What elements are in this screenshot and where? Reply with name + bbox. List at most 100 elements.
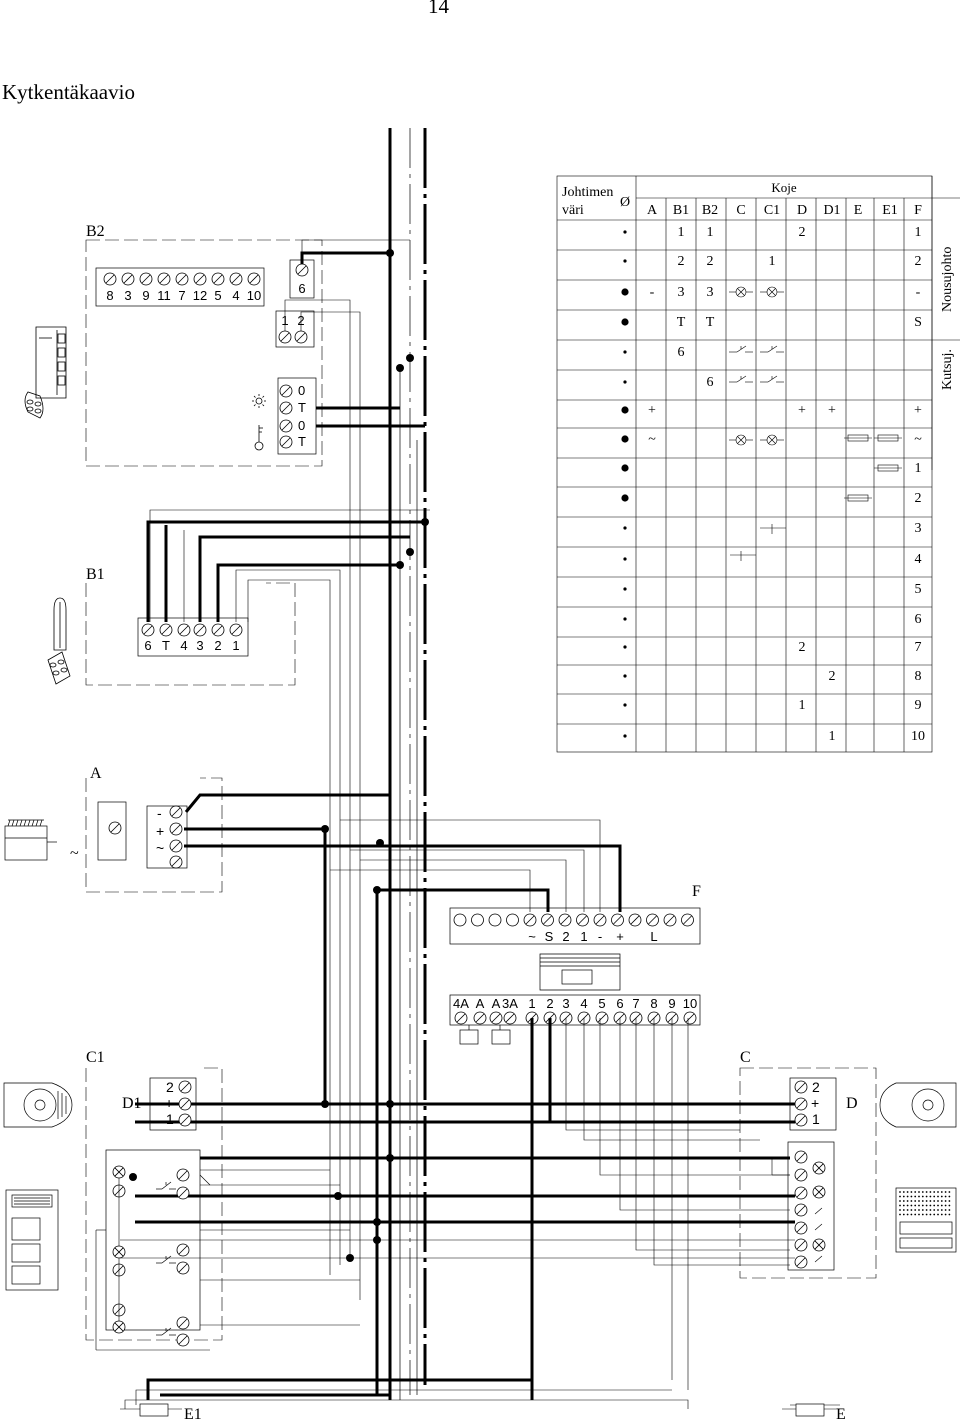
unit-c-label: C xyxy=(740,1049,751,1066)
unit-b1-label: B1 xyxy=(86,566,105,583)
f-lower-terminal xyxy=(595,1011,609,1025)
grille-dot xyxy=(921,1204,924,1207)
grille-dot xyxy=(918,1213,920,1216)
b2-term-0a: 0 xyxy=(298,383,305,398)
grille-dot xyxy=(948,1200,951,1202)
table-cell: ~ xyxy=(648,432,656,447)
wire-size-dot xyxy=(621,406,629,414)
f-lower-label: 9 xyxy=(668,996,675,1011)
mid-fine-wires xyxy=(330,819,601,912)
table-column-header: E1 xyxy=(882,203,898,218)
lower-fine-wires xyxy=(120,1018,795,1390)
table-column-header: A xyxy=(647,203,658,218)
grille-dot xyxy=(929,1200,932,1202)
table-header-wire: Johtimen xyxy=(562,185,613,200)
f-lower-label: 2 xyxy=(546,996,553,1011)
wire-size-dot xyxy=(623,587,627,591)
f-upper-label: S xyxy=(545,929,554,944)
wire-size-dot xyxy=(621,288,629,296)
unit-b2-label: B2 xyxy=(86,223,105,240)
table-cell: 6 xyxy=(915,612,922,627)
wire-size-dot xyxy=(623,617,627,621)
grille-dot xyxy=(902,1209,905,1211)
table-frame xyxy=(556,175,933,753)
f-upper-label: 2 xyxy=(562,929,569,944)
f-upper-terminal xyxy=(628,913,642,927)
b1-terminal-label: 2 xyxy=(214,638,221,653)
table-cell: T xyxy=(706,315,715,330)
table-cell: + xyxy=(914,403,922,418)
grille-dot xyxy=(948,1191,951,1193)
unit-a-plus: + xyxy=(156,823,164,839)
grille-dot xyxy=(902,1213,905,1216)
wire-size-dot xyxy=(623,645,627,649)
table-cell: S xyxy=(914,315,922,330)
table-column-header: C1 xyxy=(764,203,780,218)
page-number: 14 xyxy=(428,0,449,18)
table-cell: 2 xyxy=(707,254,714,269)
f-upper-label: + xyxy=(616,929,624,944)
unit-a: A ~ - + ~ xyxy=(4,765,188,869)
table-cell: 10 xyxy=(911,729,925,744)
b2-handset-device xyxy=(24,326,67,419)
grille-dot xyxy=(910,1204,913,1207)
f-lower-terminal xyxy=(473,1011,487,1025)
b2-term-ta: T xyxy=(298,400,306,415)
f-upper-label: 1 xyxy=(580,929,587,944)
grille-dot xyxy=(921,1209,924,1211)
grille-dot xyxy=(940,1204,943,1207)
f-upper-terminal xyxy=(523,913,537,927)
grille-dot xyxy=(929,1191,932,1193)
grille-dot xyxy=(899,1200,901,1202)
table-column-header: F xyxy=(914,203,922,218)
f-lower-label: A xyxy=(476,996,485,1011)
grille-dot xyxy=(925,1200,928,1202)
unit-e: E xyxy=(795,1403,846,1419)
b1-terminal-label: 4 xyxy=(180,638,187,653)
b1-fine-wires xyxy=(149,509,430,1275)
c-intercom-device xyxy=(879,1082,957,1128)
page-title: Kytkentäkaavio xyxy=(2,80,135,104)
f-lower-label: 8 xyxy=(650,996,657,1011)
b2-terminal-label: 4 xyxy=(232,288,239,303)
c1-term-2: 2 xyxy=(166,1079,174,1095)
b2-terminal-label: 3 xyxy=(124,288,131,303)
grille-dot xyxy=(929,1204,932,1207)
unit-d1-label: D1 xyxy=(122,1095,142,1112)
c1-term-plus: + xyxy=(165,1095,173,1111)
wire-size-dot xyxy=(621,494,629,502)
b2-terminal-label: 11 xyxy=(157,288,171,303)
side-label-riser: Nousujohto xyxy=(940,247,955,312)
grille-dot xyxy=(921,1191,924,1193)
table-column-header: E xyxy=(854,203,863,218)
f-upper-label: - xyxy=(598,929,602,944)
b2-heavy-wires xyxy=(300,251,390,264)
grille-dot xyxy=(937,1204,939,1207)
grille-dot xyxy=(933,1213,936,1216)
f-lower-terminal xyxy=(454,1011,468,1025)
key-icon xyxy=(254,425,264,451)
grille-dot xyxy=(940,1200,943,1202)
b1-terminal xyxy=(177,623,191,637)
b2-terminal-label: 8 xyxy=(106,288,113,303)
unit-outlines xyxy=(85,239,877,1341)
unit-e1-label: E1 xyxy=(184,1406,202,1419)
grille-dot xyxy=(925,1209,928,1211)
unit-e-label: E xyxy=(836,1406,846,1419)
table-cell: 8 xyxy=(915,669,922,684)
grille-dot xyxy=(921,1200,924,1202)
table-cell: ~ xyxy=(914,432,922,447)
grille-dot xyxy=(899,1213,901,1216)
b1-terminal-label: 6 xyxy=(144,638,151,653)
f-lower-label: 1 xyxy=(528,996,535,1011)
b1-terminal-label: 1 xyxy=(232,638,239,653)
grille-dot xyxy=(937,1209,939,1211)
grille-dot xyxy=(899,1191,901,1193)
grille-dot xyxy=(918,1195,920,1198)
table-cell: 1 xyxy=(829,729,836,744)
wire-size-dot xyxy=(621,464,629,472)
grille-dot xyxy=(899,1204,901,1207)
grille-dot xyxy=(929,1213,932,1216)
